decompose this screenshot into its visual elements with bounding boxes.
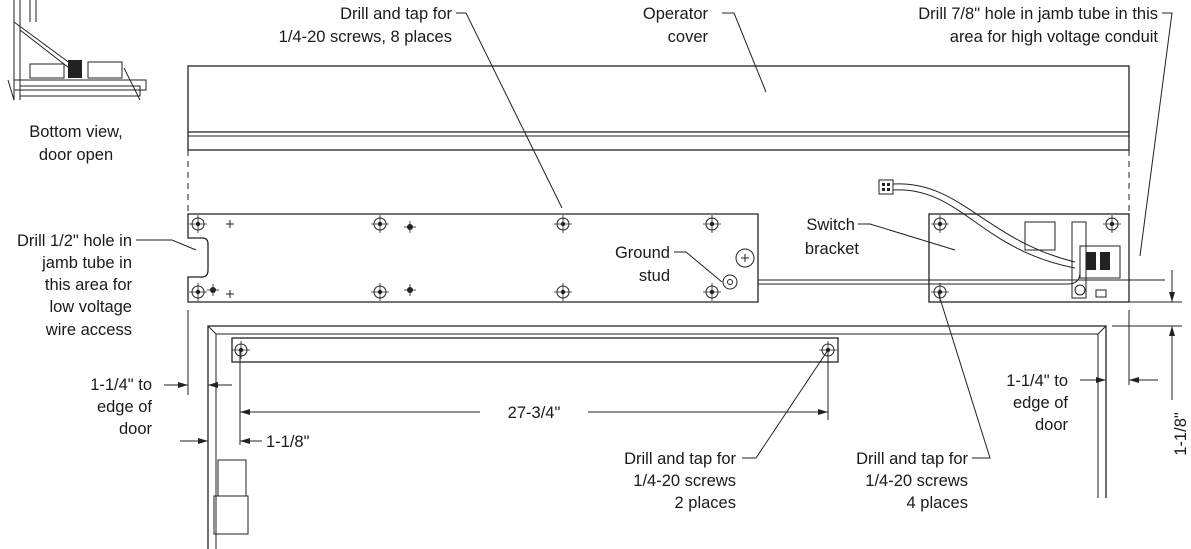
drill-1-2-line4: low voltage bbox=[49, 298, 132, 316]
dim-1-1-8-left-label: 1-1/8" bbox=[266, 433, 310, 451]
drill-tap-2-line3: 2 places bbox=[675, 494, 736, 512]
mounting-plate bbox=[187, 213, 759, 303]
pilot-hole bbox=[207, 284, 219, 296]
left-edge-line1: 1-1/4" to bbox=[90, 376, 152, 394]
screw-hole bbox=[189, 215, 207, 233]
ground-stud-line1: Ground bbox=[615, 244, 670, 262]
drill-tap-4-line3: 4 places bbox=[907, 494, 968, 512]
screw-hole bbox=[703, 215, 721, 233]
operator-cover bbox=[187, 65, 1130, 151]
pilot-hole bbox=[404, 221, 416, 233]
right-edge-line1: 1-1/4" to bbox=[1006, 372, 1068, 390]
rivet-mark bbox=[226, 220, 234, 228]
bottom-view-caption-1: Bottom view, bbox=[29, 123, 123, 141]
screw-hole bbox=[554, 215, 572, 233]
screw-holes bbox=[189, 215, 1121, 359]
dim-27-3-4-label: 27-3/4" bbox=[508, 404, 561, 422]
drill-1-2-line1: Drill 1/2" hole in bbox=[17, 232, 132, 250]
drill-tap-8-line2: 1/4-20 screws, 8 places bbox=[279, 28, 452, 46]
drill-tap-2-line2: 1/4-20 screws bbox=[633, 472, 736, 490]
drill-tap-8-line1: Drill and tap for bbox=[340, 5, 452, 23]
drill-1-2-line2: jamb tube in bbox=[41, 254, 132, 272]
dimension-lines bbox=[164, 270, 1182, 445]
ground-stud-line2: stud bbox=[639, 267, 670, 285]
dim-1-1-8-right-label: 1-1/8" bbox=[1172, 412, 1190, 456]
left-edge-line3: door bbox=[119, 420, 153, 438]
drill-1-2-line5: wire access bbox=[45, 321, 132, 339]
operator-cover-line1: Operator bbox=[643, 5, 709, 23]
bottom-view-caption-2: door open bbox=[39, 146, 113, 164]
screw-hole bbox=[371, 215, 389, 233]
switch-bracket-plate bbox=[928, 213, 1130, 303]
screw-hole bbox=[232, 341, 250, 359]
screw-hole bbox=[189, 283, 207, 301]
door-frame bbox=[207, 325, 1107, 549]
pilot-hole bbox=[404, 284, 416, 296]
rivet-mark bbox=[226, 290, 234, 298]
screw-hole bbox=[703, 283, 721, 301]
screw-hole bbox=[931, 215, 949, 233]
switch-bracket-line1: Switch bbox=[806, 216, 855, 234]
wire-harness bbox=[758, 179, 1165, 285]
screw-hole bbox=[1103, 215, 1121, 233]
screw-hole bbox=[554, 283, 572, 301]
drill-tap-4-line2: 1/4-20 screws bbox=[865, 472, 968, 490]
switch-bracket-line2: bracket bbox=[805, 240, 860, 258]
ground-stud bbox=[722, 248, 755, 290]
drill-7-8-line1: Drill 7/8" hole in jamb tube in this bbox=[918, 5, 1158, 23]
bottom-view-thumbnail bbox=[7, 0, 147, 101]
left-edge-line2: edge of bbox=[97, 398, 152, 416]
operator-cover-line2: cover bbox=[668, 28, 709, 46]
leader-lines bbox=[136, 12, 1173, 459]
screw-hole bbox=[371, 283, 389, 301]
drill-7-8-line2: area for high voltage conduit bbox=[950, 28, 1159, 46]
drill-tap-2-line1: Drill and tap for bbox=[624, 450, 736, 468]
right-edge-line2: edge of bbox=[1013, 394, 1068, 412]
drill-1-2-line3: this area for bbox=[45, 276, 133, 294]
right-edge-line3: door bbox=[1035, 416, 1069, 434]
drill-tap-4-line1: Drill and tap for bbox=[856, 450, 968, 468]
